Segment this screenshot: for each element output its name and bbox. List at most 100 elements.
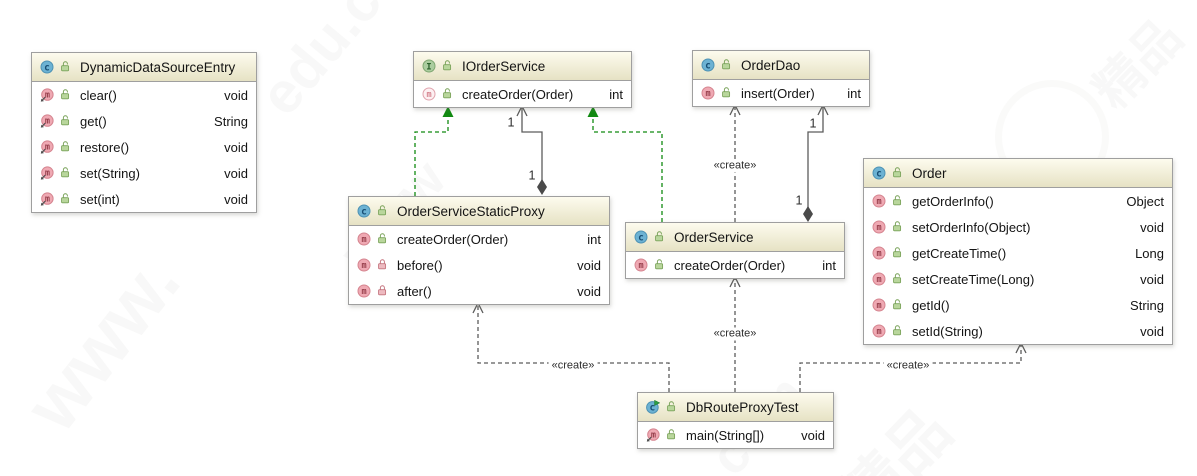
member-return-type: void [801, 427, 825, 443]
svg-text:m: m [361, 287, 366, 297]
public-visibility-icon [891, 324, 905, 338]
abstract-method-icon: m [422, 87, 436, 101]
method-icon: m [357, 258, 371, 272]
class-icon: c [357, 204, 371, 218]
member-name: set(int) [80, 191, 120, 207]
public-visibility-icon [720, 58, 734, 72]
svg-text:m: m [45, 195, 50, 205]
private-lock-icon [376, 284, 390, 298]
public-visibility-icon [891, 194, 905, 208]
svg-text:c: c [876, 168, 882, 179]
member-name: after() [397, 283, 432, 299]
svg-text:c: c [44, 62, 50, 73]
public-visibility-icon [376, 232, 390, 246]
svg-text:m: m [45, 91, 50, 101]
member-return-type: String [1130, 297, 1164, 313]
method-icon: m [872, 298, 886, 312]
class-name: IOrderService [462, 58, 546, 74]
member-return-type: int [587, 231, 601, 247]
runnable-class-icon: c [646, 400, 660, 414]
class-name: Order [912, 165, 947, 181]
svg-text:c: c [361, 206, 367, 217]
member-name: main(String[]) [686, 427, 765, 443]
member-row: m main(String[]) void [638, 422, 833, 448]
member-row: m set(int) void [32, 186, 256, 212]
static-method-icon: m [40, 166, 54, 180]
private-lock-icon [376, 258, 390, 272]
member-name: getCreateTime() [912, 245, 1007, 261]
svg-text:m: m [876, 249, 881, 259]
member-name: createOrder(Order) [674, 257, 786, 273]
svg-text:c: c [638, 232, 644, 243]
member-return-type: void [224, 191, 248, 207]
member-name: set(String) [80, 165, 140, 181]
method-icon: m [872, 324, 886, 338]
class-header[interactable]: c Order [864, 159, 1172, 188]
public-visibility-icon [653, 258, 667, 272]
static-method-icon: m [40, 192, 54, 206]
public-visibility-icon [891, 272, 905, 286]
member-return-type: void [1140, 323, 1164, 339]
public-visibility-icon [59, 88, 73, 102]
member-name: setId(String) [912, 323, 983, 339]
public-visibility-icon [59, 140, 73, 154]
member-name: restore() [80, 139, 130, 155]
method-icon: m [872, 272, 886, 286]
public-visibility-icon [891, 246, 905, 260]
class-header[interactable]: I IOrderService [414, 52, 631, 81]
static-method-icon: m [646, 428, 660, 442]
public-visibility-icon [720, 86, 734, 100]
class-name: OrderDao [741, 57, 801, 73]
member-name: setOrderInfo(Object) [912, 219, 1031, 235]
svg-text:m: m [45, 143, 50, 153]
member-return-type: void [224, 87, 248, 103]
svg-text:m: m [876, 327, 881, 337]
member-name: get() [80, 113, 107, 129]
method-icon: m [357, 284, 371, 298]
public-visibility-icon [665, 400, 679, 414]
public-visibility-icon [653, 230, 667, 244]
member-row: m after() void [349, 278, 609, 304]
class-name: DynamicDataSourceEntry [80, 59, 236, 75]
member-return-type: void [577, 283, 601, 299]
class-header[interactable]: c DynamicDataSourceEntry [32, 53, 256, 82]
interface-icon: I [422, 59, 436, 73]
class-icon: c [40, 60, 54, 74]
member-name: createOrder(Order) [397, 231, 509, 247]
member-name: before() [397, 257, 443, 273]
svg-text:m: m [361, 235, 366, 245]
member-name: getId() [912, 297, 950, 313]
member-return-type: int [822, 257, 836, 273]
public-visibility-icon [376, 204, 390, 218]
svg-text:m: m [876, 223, 881, 233]
method-icon: m [701, 86, 715, 100]
class-icon: c [701, 58, 715, 72]
svg-text:m: m [876, 197, 881, 207]
svg-text:m: m [361, 261, 366, 271]
member-name: getOrderInfo() [912, 193, 994, 209]
svg-text:m: m [45, 169, 50, 179]
method-icon: m [634, 258, 648, 272]
class-header[interactable]: c OrderDao [693, 51, 869, 80]
member-row: m getId() String [864, 292, 1172, 318]
member-return-type: void [1140, 219, 1164, 235]
